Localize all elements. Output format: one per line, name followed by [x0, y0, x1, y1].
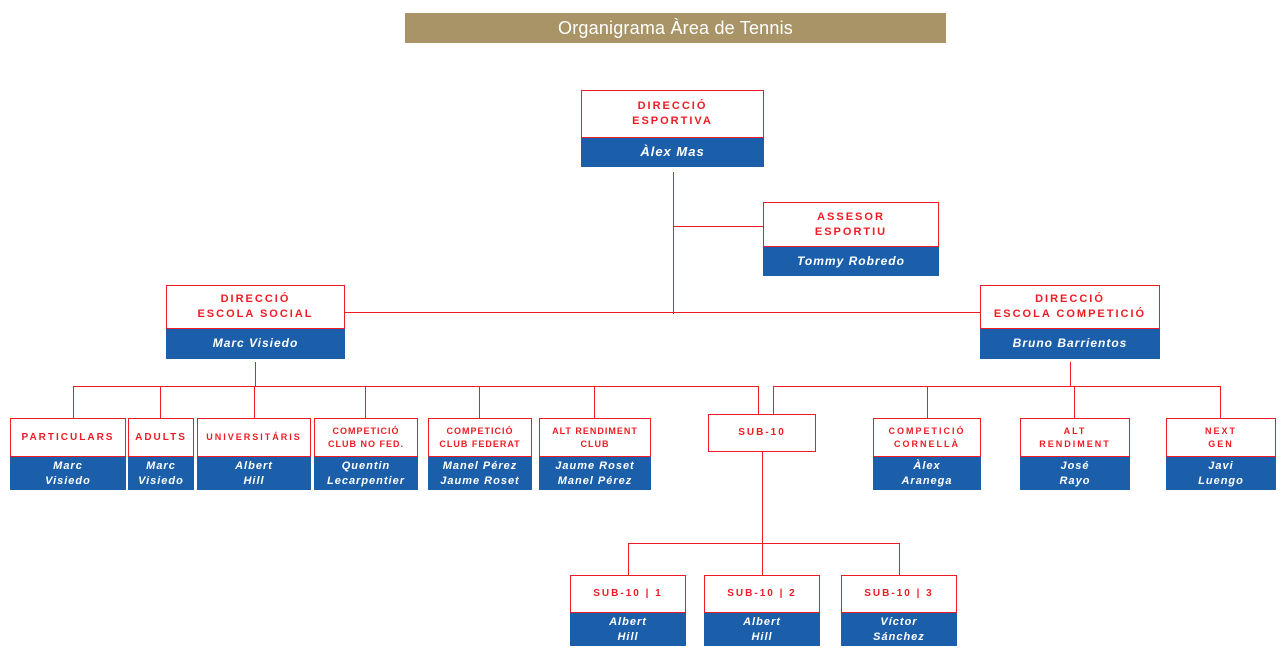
connector-drop-sub10-3: [899, 543, 900, 575]
connector-drop-comp-club-federat: [479, 386, 480, 418]
node-sub10-2[interactable]: SUB-10 | 2 Albert Hill: [704, 575, 820, 646]
connector-drop-sub10-2: [762, 543, 763, 575]
node-title-assesor-esportiu: ASSESOR ESPORTIU: [763, 202, 939, 247]
node-title-particulars: PARTICULARS: [10, 418, 126, 457]
node-name-competicio-cornella: Àlex Aranega: [873, 457, 981, 490]
node-competicio-club-federat[interactable]: COMPETICIÓ CLUB FEDERAT Manel Pérez Jaum…: [428, 418, 532, 490]
node-competicio-cornella[interactable]: COMPETICIÓ CORNELLÀ Àlex Aranega: [873, 418, 981, 490]
connector-drop-sub10: [758, 386, 759, 418]
node-title-direccio-esportiva: DIRECCIÓ ESPORTIVA: [581, 90, 764, 138]
node-name-alt-rendiment-club: Jaume Roset Manel Pérez: [539, 457, 651, 490]
connector-drop-comp-cornella: [927, 386, 928, 418]
node-name-adults: Marc Visiedo: [128, 457, 194, 490]
node-escola-social[interactable]: DIRECCIÓ ESCOLA SOCIAL Marc Visiedo: [166, 285, 345, 359]
connector-escola-competicio-drop: [1070, 362, 1071, 387]
node-competicio-club-no-fed[interactable]: COMPETICIÓ CLUB NO FED. Quentin Lecarpen…: [314, 418, 418, 490]
node-title-alt-rendiment-club: ALT RENDIMENT CLUB: [539, 418, 651, 457]
node-title-competicio-cornella: COMPETICIÓ CORNELLÀ: [873, 418, 981, 457]
node-name-escola-social: Marc Visiedo: [166, 329, 345, 359]
node-name-sub10-1: Albert Hill: [570, 613, 686, 646]
node-name-alt-rendiment: José Rayo: [1020, 457, 1130, 490]
connector-drop-alt-rendiment-club: [594, 386, 595, 418]
node-sub10-3[interactable]: SUB-10 | 3 Víctor Sánchez: [841, 575, 957, 646]
node-next-gen[interactable]: NEXT GEN Javi Luengo: [1166, 418, 1276, 490]
connector-sub10-trunk: [762, 452, 763, 543]
connector-escola-competicio-left-stub: [773, 386, 774, 418]
node-sub10-1[interactable]: SUB-10 | 1 Albert Hill: [570, 575, 686, 646]
connector-drop-sub10-1: [628, 543, 629, 575]
node-title-alt-rendiment: ALT RENDIMENT: [1020, 418, 1130, 457]
connector-drop-adults: [160, 386, 161, 418]
page-title: Organigrama Àrea de Tennis: [405, 13, 946, 43]
node-escola-competicio[interactable]: DIRECCIÓ ESCOLA COMPETICIÓ Bruno Barrien…: [980, 285, 1160, 359]
connector-escola-competicio-bus: [773, 386, 1221, 387]
connector-drop-alt-rendiment: [1074, 386, 1075, 418]
connector-escola-social-drop: [255, 362, 256, 387]
node-name-competicio-club-federat: Manel Pérez Jaume Roset: [428, 457, 532, 490]
node-alt-rendiment-club[interactable]: ALT RENDIMENT CLUB Jaume Roset Manel Pér…: [539, 418, 651, 490]
node-title-competicio-club-no-fed: COMPETICIÓ CLUB NO FED.: [314, 418, 418, 457]
node-title-escola-competicio: DIRECCIÓ ESCOLA COMPETICIÓ: [980, 285, 1160, 329]
node-title-competicio-club-federat: COMPETICIÓ CLUB FEDERAT: [428, 418, 532, 457]
connector-direccio-trunk: [673, 172, 674, 314]
node-title-universitaris: UNIVERSITÁRIS: [197, 418, 311, 457]
node-name-next-gen: Javi Luengo: [1166, 457, 1276, 490]
node-title-escola-social: DIRECCIÓ ESCOLA SOCIAL: [166, 285, 345, 329]
node-title-adults: ADULTS: [128, 418, 194, 457]
node-title-sub10: SUB-10: [708, 414, 816, 452]
node-title-sub10-1: SUB-10 | 1: [570, 575, 686, 613]
node-name-assesor-esportiu: Tommy Robredo: [763, 247, 939, 276]
node-title-sub10-3: SUB-10 | 3: [841, 575, 957, 613]
node-alt-rendiment[interactable]: ALT RENDIMENT José Rayo: [1020, 418, 1130, 490]
connector-direccions-bar: [345, 312, 982, 313]
connector-drop-particulars: [73, 386, 74, 418]
node-name-sub10-3: Víctor Sánchez: [841, 613, 957, 646]
node-universitaris[interactable]: UNIVERSITÁRIS Albert Hill: [197, 418, 311, 490]
node-name-universitaris: Albert Hill: [197, 457, 311, 490]
node-name-sub10-2: Albert Hill: [704, 613, 820, 646]
connector-drop-comp-club-no-fed: [365, 386, 366, 418]
node-title-sub10-2: SUB-10 | 2: [704, 575, 820, 613]
connector-to-assesor: [673, 226, 763, 227]
node-adults[interactable]: ADULTS Marc Visiedo: [128, 418, 194, 490]
connector-sub10-bus: [628, 543, 900, 544]
node-direccio-esportiva[interactable]: DIRECCIÓ ESPORTIVA Àlex Mas: [581, 90, 764, 167]
node-particulars[interactable]: PARTICULARS Marc Visiedo: [10, 418, 126, 490]
node-title-next-gen: NEXT GEN: [1166, 418, 1276, 457]
connector-escola-social-bus: [73, 386, 759, 387]
node-name-direccio-esportiva: Àlex Mas: [581, 138, 764, 167]
connector-drop-next-gen: [1220, 386, 1221, 418]
connector-drop-universitaris: [254, 386, 255, 418]
node-name-particulars: Marc Visiedo: [10, 457, 126, 490]
node-name-competicio-club-no-fed: Quentin Lecarpentier: [314, 457, 418, 490]
node-sub10[interactable]: SUB-10: [708, 414, 816, 452]
node-assesor-esportiu[interactable]: ASSESOR ESPORTIU Tommy Robredo: [763, 202, 939, 276]
node-name-escola-competicio: Bruno Barrientos: [980, 329, 1160, 359]
